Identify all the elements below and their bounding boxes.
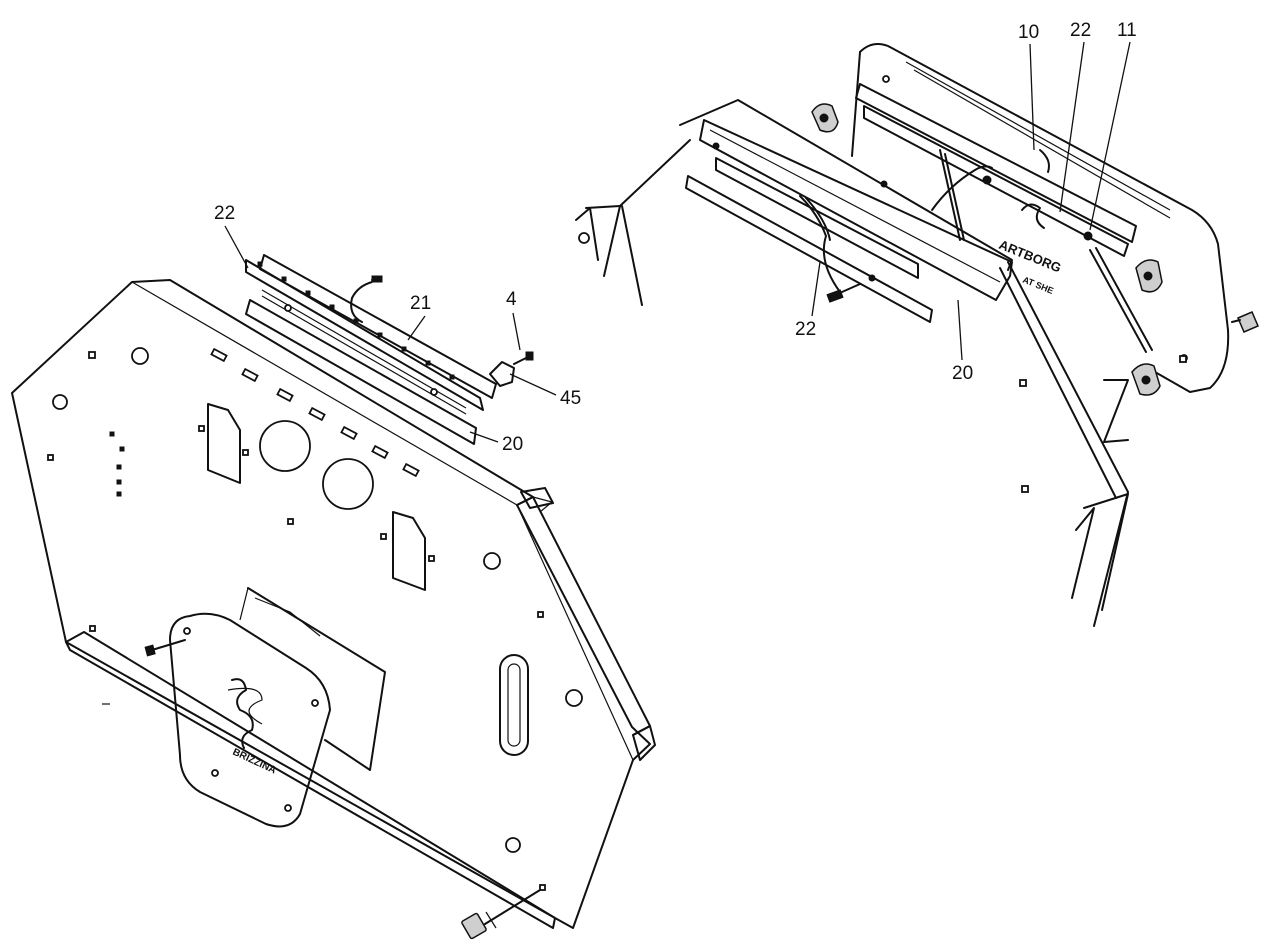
callout-10: 10: [1018, 22, 1039, 43]
panel-hole: [52, 394, 68, 410]
callout-22: 22: [795, 319, 816, 340]
callout-22: 22: [1070, 20, 1091, 41]
rubber-foot: [811, 103, 839, 133]
rear-panel-assembly: ARTBORG AT SHE: [575, 20, 1259, 627]
callout-20: 20: [952, 363, 973, 384]
logo-medallion-plate: [169, 612, 331, 828]
panel-hole: [131, 347, 149, 365]
strip-22-holes: [257, 261, 455, 380]
speaker-opening: [259, 420, 311, 472]
panel-hole: [565, 689, 583, 707]
inner-bracket: [247, 587, 386, 771]
connector: [826, 283, 861, 303]
cable: [350, 281, 373, 323]
cable: [931, 165, 993, 211]
elongated-slot: [499, 654, 529, 756]
callout-11: 11: [1117, 20, 1137, 41]
rear-back-plate: [859, 43, 1230, 393]
medallion-logo-text: BRIZZINA: [231, 747, 278, 777]
strip-22: [245, 259, 484, 411]
callout-21: 21: [410, 293, 431, 314]
screw-icon: [144, 639, 186, 657]
panel-hole: [505, 837, 521, 853]
rail-strip-20: [685, 175, 933, 323]
panel-hole: [483, 552, 501, 570]
callout-45: 45: [560, 388, 581, 409]
front-panel-assembly: BRIZZINA: [11, 203, 656, 940]
callout-20: 20: [502, 434, 523, 455]
rail-assembly-left: [245, 254, 497, 445]
panel-cutout: [392, 511, 426, 591]
bottom-flange: [65, 641, 556, 929]
cable: [799, 195, 841, 293]
callout-4: 4: [506, 289, 517, 310]
screw-4: [513, 351, 534, 365]
snake-logo: [227, 678, 263, 749]
screw-icon: [1231, 311, 1259, 333]
rubber-foot: [1131, 363, 1161, 396]
front-panel: [11, 279, 651, 929]
callout-22: 22: [214, 203, 235, 224]
plate-rail: [855, 83, 1137, 243]
top-right-tab: [520, 487, 554, 509]
speaker-opening: [322, 458, 374, 510]
vent-slots: [210, 347, 420, 478]
rear-small-text: AT SHE: [1021, 275, 1055, 296]
channel-20: [245, 299, 477, 445]
rail-channel-20: [699, 119, 1013, 301]
screw-icon: [461, 889, 541, 940]
rubber-foot: [1135, 259, 1163, 293]
panel-cutout: [207, 403, 241, 484]
